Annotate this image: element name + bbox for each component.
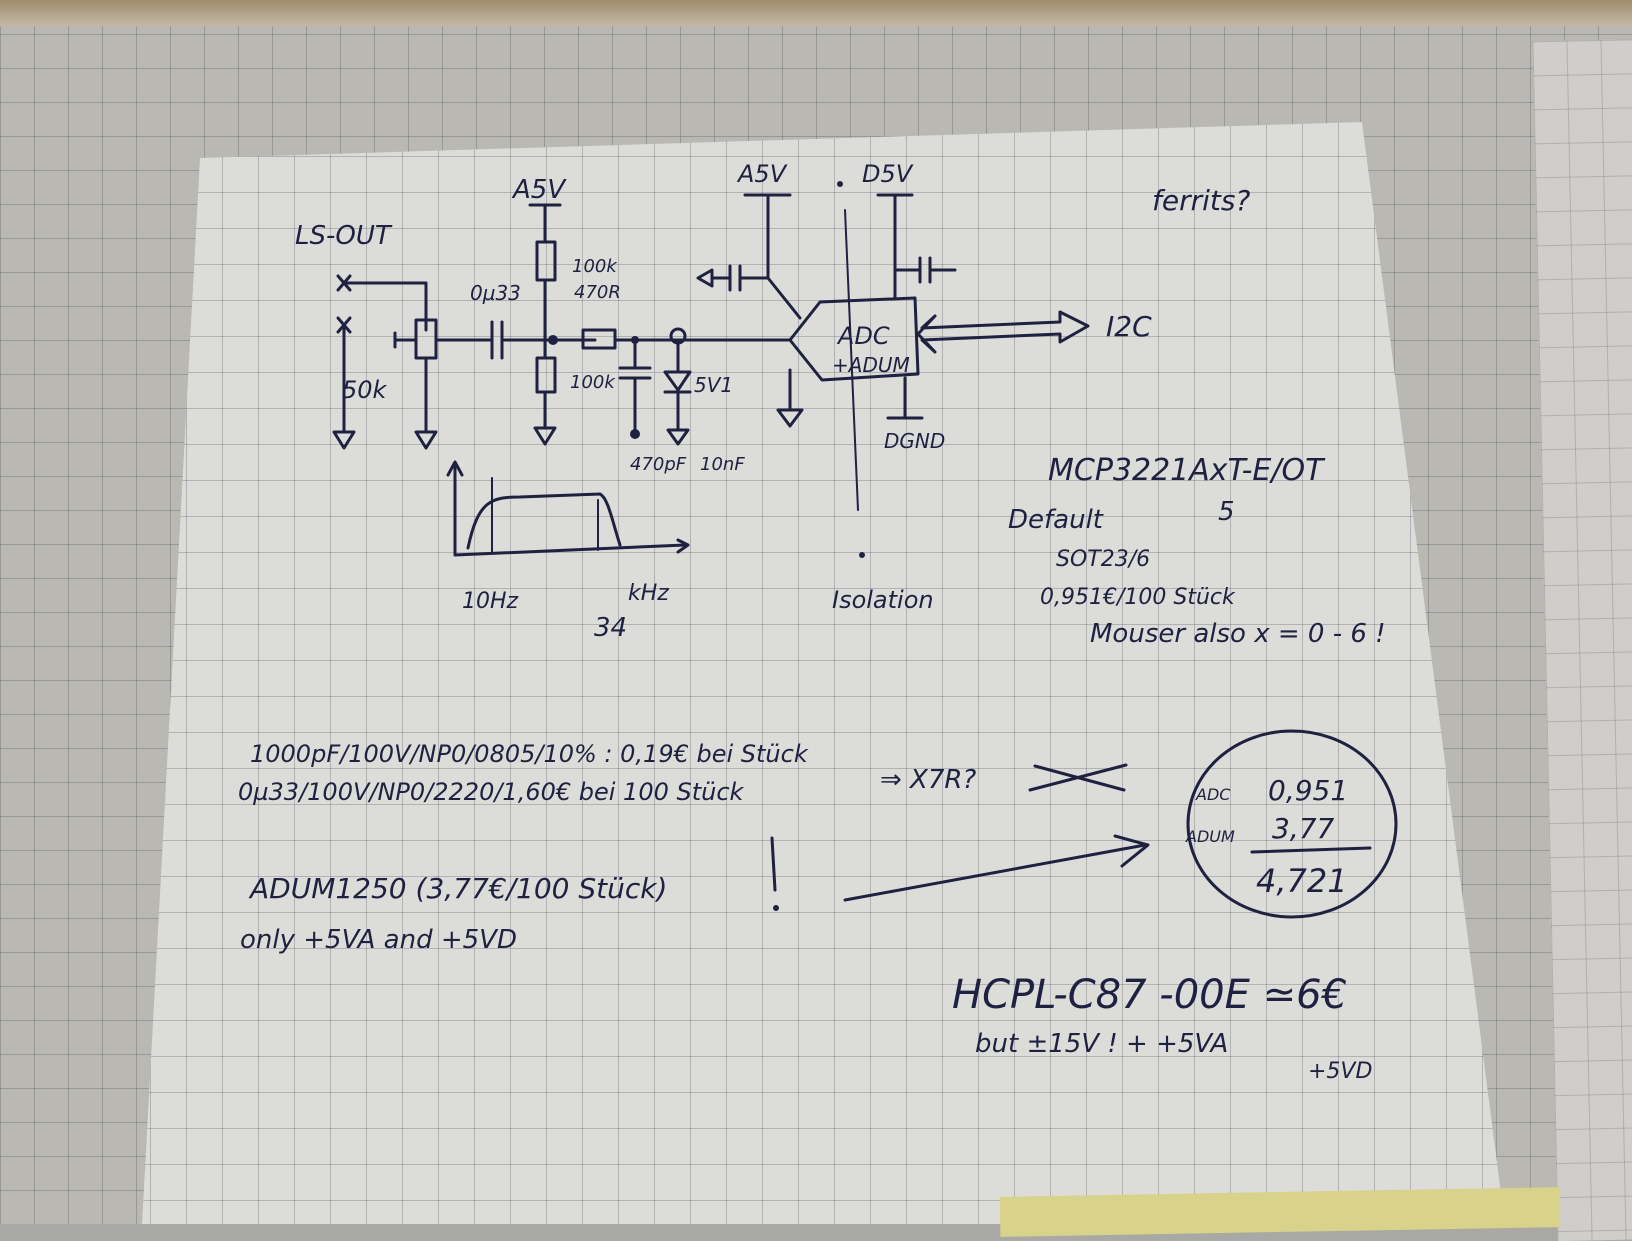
r-top-value: 100k	[572, 256, 618, 277]
potentiometer	[393, 318, 492, 450]
isolation-label: Isolation	[832, 586, 934, 614]
exclamation-mark	[770, 836, 779, 911]
low-freq-label: 10Hz	[462, 589, 519, 614]
mouser-note: Mouser also x = 0 - 6 !	[1090, 619, 1386, 649]
sum-adum-label: ADUM	[1185, 827, 1235, 846]
isolator-note: ADUM1250 (3,77€/100 Stück)	[248, 872, 667, 905]
default-value: 5	[1218, 497, 1235, 527]
series-resistor	[581, 327, 792, 350]
input-label: LS-OUT	[295, 221, 393, 251]
adc-price: 0,951€/100 Stück	[1040, 585, 1236, 610]
adc-block	[776, 296, 920, 428]
supply-a5v-right: A5V	[736, 160, 788, 188]
high-freq-value: 34	[594, 613, 627, 643]
bom-line-2: 0µ33/100V/NP0/2220/1,60€ bei 100 Stück	[238, 778, 745, 806]
cap-10nf-value: 10nF	[700, 454, 745, 475]
input-wires	[332, 274, 428, 450]
hcpl-note: but ±15V ! + +5VA	[975, 1029, 1228, 1059]
adc-supply-wiring	[696, 193, 802, 320]
sum-adum-price: 3,77	[1272, 812, 1335, 845]
filter-cap-and-zener	[618, 338, 692, 446]
pot-value: 50k	[342, 376, 388, 404]
bus-label: I2C	[1106, 310, 1152, 343]
sum-adc-price: 0,951	[1268, 774, 1348, 807]
supply-d5v: D5V	[862, 160, 914, 188]
sum-total: 4,721	[1256, 862, 1348, 900]
divider-network	[528, 203, 562, 446]
sum-arrow	[843, 834, 1150, 902]
hcpl-part: HCPL-C87 -00E ≃6€	[952, 972, 1347, 1018]
supplies-note: only +5VA and +5VD	[240, 925, 517, 955]
coupling-cap-value: 0µ33	[470, 281, 521, 305]
supply-a5v-left: A5V	[511, 175, 567, 205]
default-label: Default	[1008, 505, 1104, 535]
adc-package: SOT23/6	[1056, 547, 1150, 572]
dgnd-label: DGND	[884, 429, 945, 453]
x7r-question: ⇒ X7R?	[880, 765, 976, 795]
filter-caps-value: 470pF	[630, 454, 687, 475]
bom-line-1: 1000pF/100V/NP0/0805/10% : 0,19€ bei Stü…	[250, 740, 809, 768]
adc-label: ADC	[836, 322, 890, 350]
sum-adc-label: ADC	[1195, 785, 1231, 804]
i2c-bus-arrow	[916, 310, 1090, 354]
table-edge	[0, 0, 1632, 26]
ferrite-question: ferrits?	[1152, 184, 1250, 217]
crossed-out-note	[1028, 763, 1128, 792]
adc-part-number: MCP3221AxT-E/OT	[1048, 453, 1326, 488]
iso-label: +ADUM	[832, 353, 910, 377]
r-series-value: 470R	[574, 282, 621, 303]
zener-value: 5V1	[694, 373, 733, 397]
frequency-response-plot	[446, 460, 690, 557]
isolation-barrier	[844, 209, 859, 511]
high-freq-label: kHz	[628, 581, 669, 606]
price-sum-circle	[1186, 729, 1398, 919]
r-bottom-value: 100k	[570, 372, 616, 393]
d5v-wiring	[876, 193, 957, 420]
hcpl-note-2: +5VD	[1308, 1059, 1372, 1084]
